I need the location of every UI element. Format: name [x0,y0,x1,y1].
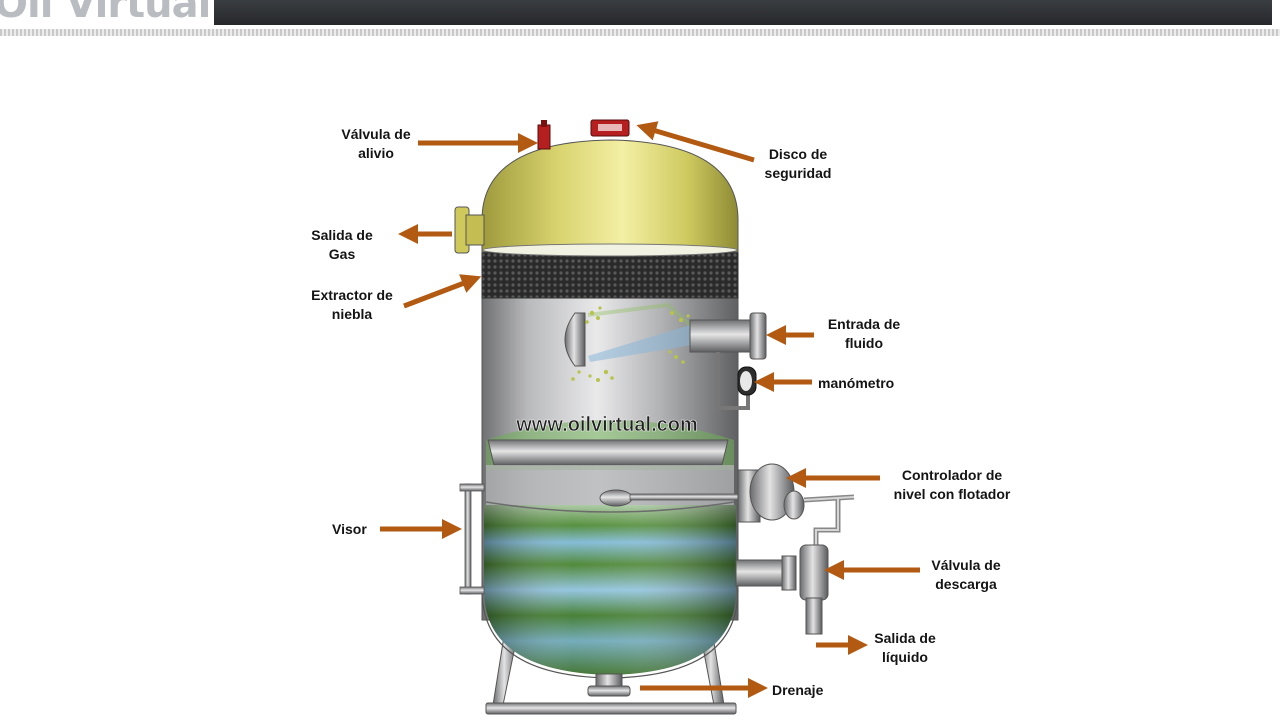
relief-valve [537,120,551,150]
label-controlador-nivel: Controlador de nivel con flotador [893,467,1011,502]
top-header: Oil Virtual [0,0,1280,36]
label-drenaje: Drenaje [772,682,824,698]
arrow-disco-seguridad [636,121,755,163]
inlet-diverter [564,302,692,367]
label-extractor-niebla: Extractor de niebla [311,287,393,322]
gas-outlet [454,206,485,254]
vessel [481,139,739,679]
label-manometro: manómetro [818,375,895,391]
arrow-extractor-niebla [403,274,482,309]
label-entrada-fluido: Entrada de fluido [827,316,901,351]
level-controller [599,463,855,545]
header-divider [0,29,1280,36]
droplets [571,306,690,382]
inlet-nozzle [689,312,767,360]
safety-disc [590,119,630,137]
discharge-valve [735,544,829,635]
drain-nozzle [587,673,631,697]
label-salida-gas: Salida de Gas [311,227,373,262]
pressure-gauge [716,352,757,410]
label-visor: Visor [332,521,367,537]
brand-logo: Oil Virtual [0,0,211,27]
header-banner [214,0,1272,25]
sight-glass [459,483,485,595]
label-valvula-descarga: Válvula de descarga [931,557,1001,592]
watermark-text: www.oilvirtual.com [515,414,698,436]
label-valvula-alivio: Válvula de alivio [341,126,411,161]
label-salida-liquido: Salida de líquido [874,630,936,665]
label-disco-seguridad: Disco de seguridad [764,146,832,181]
